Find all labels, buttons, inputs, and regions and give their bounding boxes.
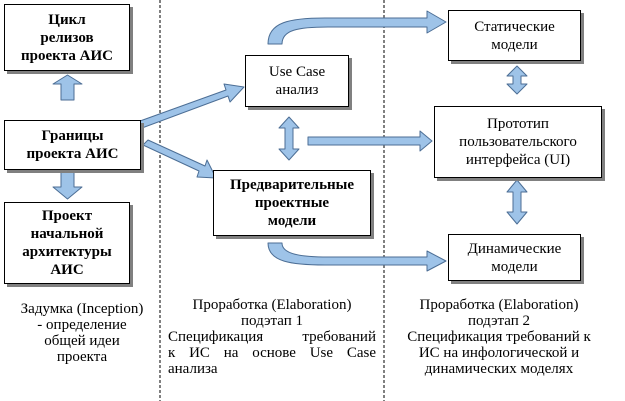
- elaboration-2-line-5: динамических моделях: [424, 361, 574, 377]
- elaboration-1-line-5: анализа: [168, 361, 218, 377]
- dynamic-models-box: Динамические модели: [448, 234, 581, 281]
- arrow-static-ui: [506, 65, 528, 95]
- architecture-line-1: Проект: [41, 208, 93, 224]
- initial-architecture-box: Проект начальной архитектуры АИС: [4, 202, 130, 284]
- use-case-line-1: Use Case: [268, 64, 326, 80]
- arrow-bounds-to-architecture: [52, 170, 83, 200]
- static-line-1: Статические: [474, 18, 555, 35]
- arrow-use-case-preliminary: [278, 116, 300, 161]
- static-line-2: модели: [491, 36, 538, 53]
- elaboration-2-caption: Проработка (Elaboration) подэтап 2 Специ…: [390, 297, 608, 377]
- architecture-line-4: АИС: [50, 262, 84, 278]
- dynamic-line-2: модели: [491, 258, 538, 275]
- ui-prototype-line-1: Прототип: [487, 116, 549, 132]
- inception-line-2: - определение: [37, 317, 127, 333]
- system-bounds-box: Границы проекта АИС: [4, 120, 141, 170]
- elaboration-1-line-3: Спецификация требований: [168, 329, 376, 345]
- architecture-line-2: начальной: [30, 226, 104, 242]
- ui-prototype-line-2: пользовательского: [459, 134, 577, 150]
- inception-line-3: общей идеи: [44, 333, 120, 349]
- inception-line-4: проекта: [56, 349, 108, 365]
- elaboration-1-line-1: Проработка (Elaboration): [192, 297, 352, 313]
- release-cycle-box: Цикл релизов проекта АИС: [4, 4, 130, 71]
- use-case-box: Use Case анализ: [245, 55, 349, 107]
- preliminary-line-3: модели: [267, 213, 317, 229]
- elaboration-1-caption: Проработка (Elaboration) подэтап 1 Специ…: [168, 297, 376, 377]
- inception-line-1: Задумка (Inception): [20, 301, 144, 317]
- dynamic-line-1: Динамические: [467, 240, 562, 257]
- elaboration-1-line-2: подэтап 1: [240, 313, 303, 329]
- arrow-center-to-ui: [307, 130, 433, 152]
- preliminary-line-1: Предварительные: [229, 177, 355, 193]
- release-cycle-line-3: проекта АИС: [21, 47, 113, 64]
- elaboration-2-line-4: ИС на инфологической и: [418, 345, 580, 361]
- elaboration-1-line-4: к ИС на основе Use Case: [168, 345, 376, 361]
- preliminary-line-2: проектные: [254, 195, 330, 211]
- arrow-bounds-to-release-cycle: [52, 74, 83, 101]
- release-cycle-line-2: релизов: [40, 29, 94, 46]
- arrow-ui-dynamic: [506, 179, 528, 225]
- arrow-preliminary-to-dynamic: [267, 242, 447, 272]
- elaboration-2-line-3: Спецификация требований к: [407, 329, 591, 345]
- static-models-box: Статические модели: [448, 10, 581, 61]
- preliminary-models-box: Предварительные проектные модели: [213, 170, 371, 236]
- arrow-bounds-to-use-case: [139, 83, 245, 129]
- system-bounds-line-2: проекта АИС: [26, 146, 119, 162]
- inception-caption: Задумка (Inception) - определение общей …: [8, 301, 156, 365]
- release-cycle-line-1: Цикл: [48, 11, 86, 28]
- arrow-use-case-to-static: [267, 10, 447, 45]
- arrows-group: [52, 10, 528, 272]
- architecture-line-3: архитектуры: [22, 244, 112, 260]
- elaboration-2-line-2: подэтап 2: [467, 313, 530, 329]
- ui-prototype-line-3: интерфейса (UI): [465, 152, 571, 168]
- ui-prototype-box: Прототип пользовательского интерфейса (U…: [434, 106, 602, 178]
- arrow-bounds-to-preliminary: [142, 139, 217, 179]
- use-case-line-2: анализ: [275, 82, 319, 98]
- system-bounds-line-1: Границы: [41, 128, 104, 144]
- elaboration-2-line-1: Проработка (Elaboration): [419, 297, 579, 313]
